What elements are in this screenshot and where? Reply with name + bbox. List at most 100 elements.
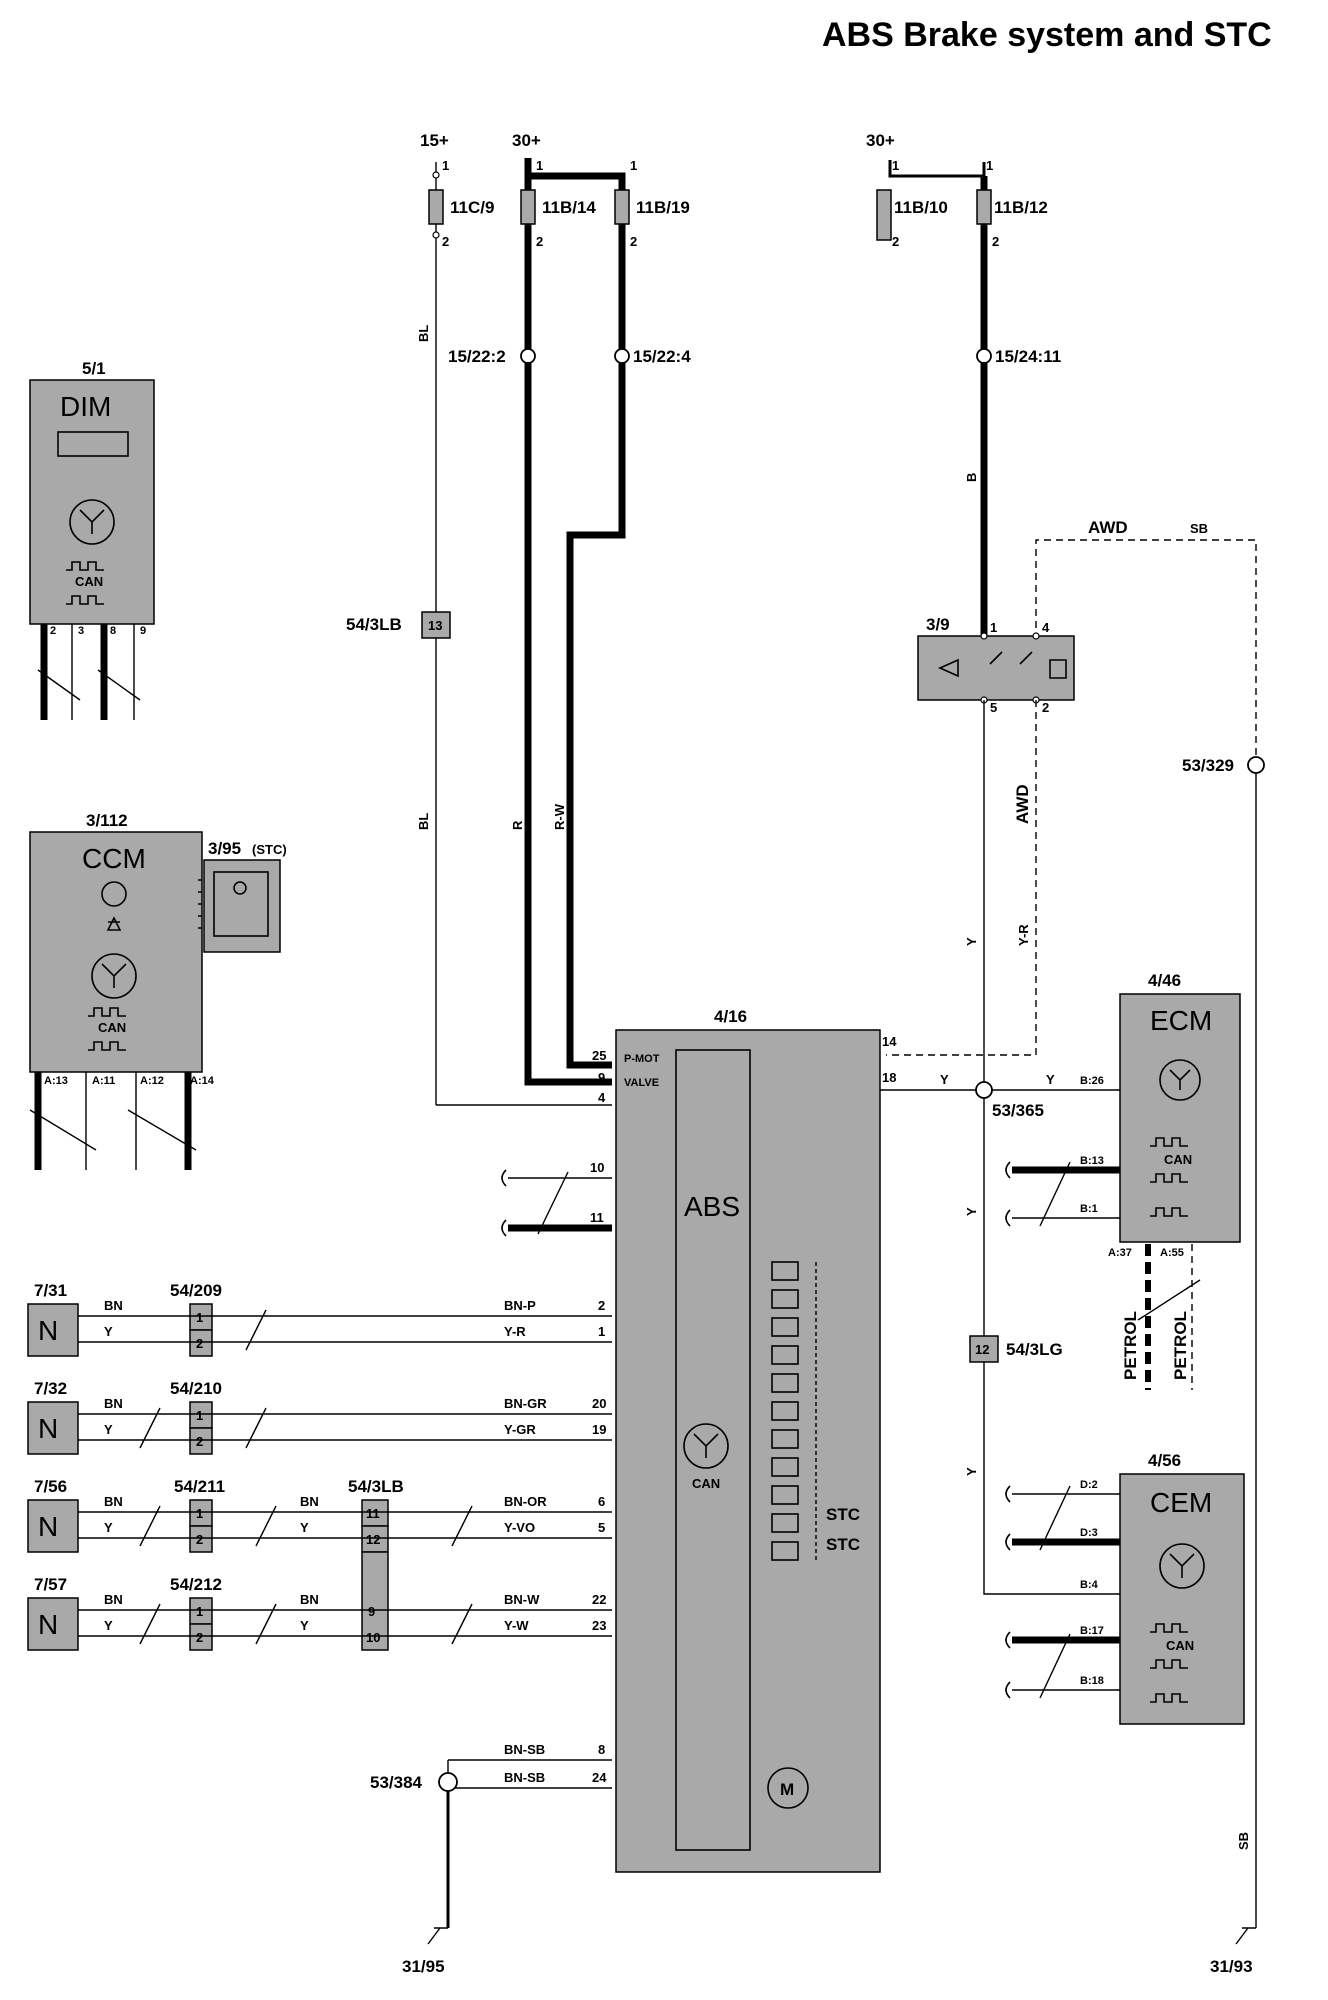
- pin-label: 22: [592, 1592, 606, 1607]
- wire-color: BN: [104, 1298, 123, 1313]
- can-signal-icon: [1150, 1137, 1188, 1217]
- pin-label: A:37: [1108, 1247, 1132, 1259]
- connector-label: 54/212: [170, 1575, 222, 1594]
- abs-id: 4/16: [714, 1007, 747, 1026]
- power-15-label: 15+: [420, 131, 449, 150]
- power-30-label-b: 30+: [866, 131, 895, 150]
- connector-pin: [189, 1623, 213, 1651]
- wire-color: Y-W: [504, 1618, 529, 1633]
- indicator-icon: [106, 916, 122, 931]
- microprocessor-icon: [1159, 1543, 1205, 1589]
- cem-id: 4/56: [1148, 1451, 1181, 1470]
- microprocessor-symbol: [79, 509, 105, 534]
- splice-label: 53/365: [992, 1101, 1044, 1120]
- fuse-label-11b10: 11B/10: [894, 198, 948, 217]
- twisted-pair-mark: [29, 1109, 197, 1151]
- lamp-icon: [233, 881, 247, 895]
- pin-label: A:11: [92, 1075, 115, 1087]
- valve-bank: [771, 1261, 817, 1561]
- pin-label: 2: [50, 625, 56, 637]
- wire-color: BN: [104, 1396, 123, 1411]
- can-label: CAN: [75, 574, 103, 589]
- sensor-id: 7/56: [34, 1477, 67, 1496]
- fuse-11b10: [876, 189, 892, 241]
- splice-15-24-11: [976, 348, 992, 364]
- pin-label: A:12: [140, 1075, 164, 1087]
- can-label: CAN: [692, 1476, 720, 1491]
- pin-label: 2: [1042, 700, 1049, 715]
- connector-pin: [361, 1499, 389, 1527]
- microprocessor-icon: [683, 1423, 729, 1469]
- wire-color-sb: SB: [1236, 1832, 1251, 1850]
- sensor-id: 7/57: [34, 1575, 67, 1594]
- petrol-label: PETROL: [1171, 1311, 1190, 1380]
- splice-label: 15/22:2: [448, 347, 506, 366]
- pin-label: 1: [892, 158, 899, 173]
- wire-color-sb: SB: [1190, 521, 1208, 536]
- pin-label: 2: [598, 1298, 605, 1313]
- switch-terminals: [198, 879, 202, 929]
- fuse-label-11b12: 11B/12: [994, 198, 1048, 217]
- wire-color: BN: [300, 1592, 319, 1607]
- wire-y-to-cem: [983, 1098, 1120, 1595]
- wire-color: BN-W: [504, 1592, 540, 1607]
- ecm-name: ECM: [1150, 1005, 1212, 1036]
- wire-color-y: Y: [964, 1207, 979, 1216]
- connector-pin: [189, 1329, 213, 1357]
- wire-color: Y-GR: [504, 1422, 536, 1437]
- ecm-id: 4/46: [1148, 971, 1181, 990]
- ccm-wire: [34, 1072, 192, 1170]
- pin-label: 4: [1042, 620, 1050, 635]
- sensor-wire: [78, 1511, 612, 1539]
- wire-break-icon: [501, 1169, 507, 1237]
- twisted-pair-mark: [139, 1407, 267, 1449]
- sensor-wire: [78, 1413, 612, 1441]
- relay-label: 3/9: [926, 615, 950, 634]
- twisted-pair-mark: [37, 669, 141, 701]
- fuse-label-11b19: 11B/19: [636, 198, 690, 217]
- wire-color-bl: BL: [416, 813, 431, 830]
- pin-label: A:14: [190, 1075, 215, 1087]
- connector-54-3lg-pin12: [969, 1335, 999, 1363]
- motor-icon: [767, 1767, 809, 1809]
- twisted-pair-mark: [139, 1603, 473, 1645]
- wire-color: Y: [104, 1520, 113, 1535]
- relay-switch-symbol: [938, 651, 1067, 679]
- pin-label: 1: [196, 1310, 203, 1325]
- sensor-wire: [78, 1315, 612, 1343]
- ground-label: 53/384: [370, 1773, 423, 1792]
- switch-icon: [213, 871, 269, 937]
- pin-label: 5: [990, 700, 997, 715]
- fuse-terminal: [432, 231, 440, 239]
- connector-label: 54/3LB: [348, 1477, 404, 1496]
- sensor-id: 7/31: [34, 1281, 67, 1300]
- connector-54-3lb-body: [361, 1551, 389, 1651]
- pin-label: 8: [598, 1742, 605, 1757]
- ground-node-53-329: [1247, 756, 1265, 774]
- pin-label: 1: [536, 158, 543, 173]
- twisted-pair-mark: [537, 1171, 569, 1235]
- dim-module: [29, 379, 155, 625]
- relay-3-9: [917, 635, 1075, 701]
- cem-wire: [1012, 1538, 1120, 1644]
- motor-letter: M: [780, 1780, 794, 1799]
- ecm-module: [1119, 993, 1241, 1243]
- pin-label: 1: [196, 1408, 203, 1423]
- pin-label: 2: [196, 1434, 203, 1449]
- pin-label: 8: [110, 625, 116, 637]
- wire-break-icon: [1005, 1485, 1011, 1699]
- ccm-id: 3/112: [86, 811, 128, 830]
- fuse-11b12: [976, 189, 992, 225]
- pin-label: 1: [196, 1506, 203, 1521]
- splice-15-22-4: [614, 348, 630, 364]
- wire-color-y: Y: [1046, 1072, 1055, 1087]
- connector-label: 54/209: [170, 1281, 222, 1300]
- pin-label: B:1: [1080, 1203, 1098, 1215]
- fuse-11b14: [520, 189, 536, 225]
- ccm-wire: [85, 1072, 137, 1170]
- can-signal-icon: [66, 561, 104, 605]
- sensor-wire: [78, 1609, 612, 1637]
- connector-label: 54/210: [170, 1379, 222, 1398]
- pin-label: 2: [442, 234, 449, 249]
- pin-label: 1: [196, 1604, 203, 1619]
